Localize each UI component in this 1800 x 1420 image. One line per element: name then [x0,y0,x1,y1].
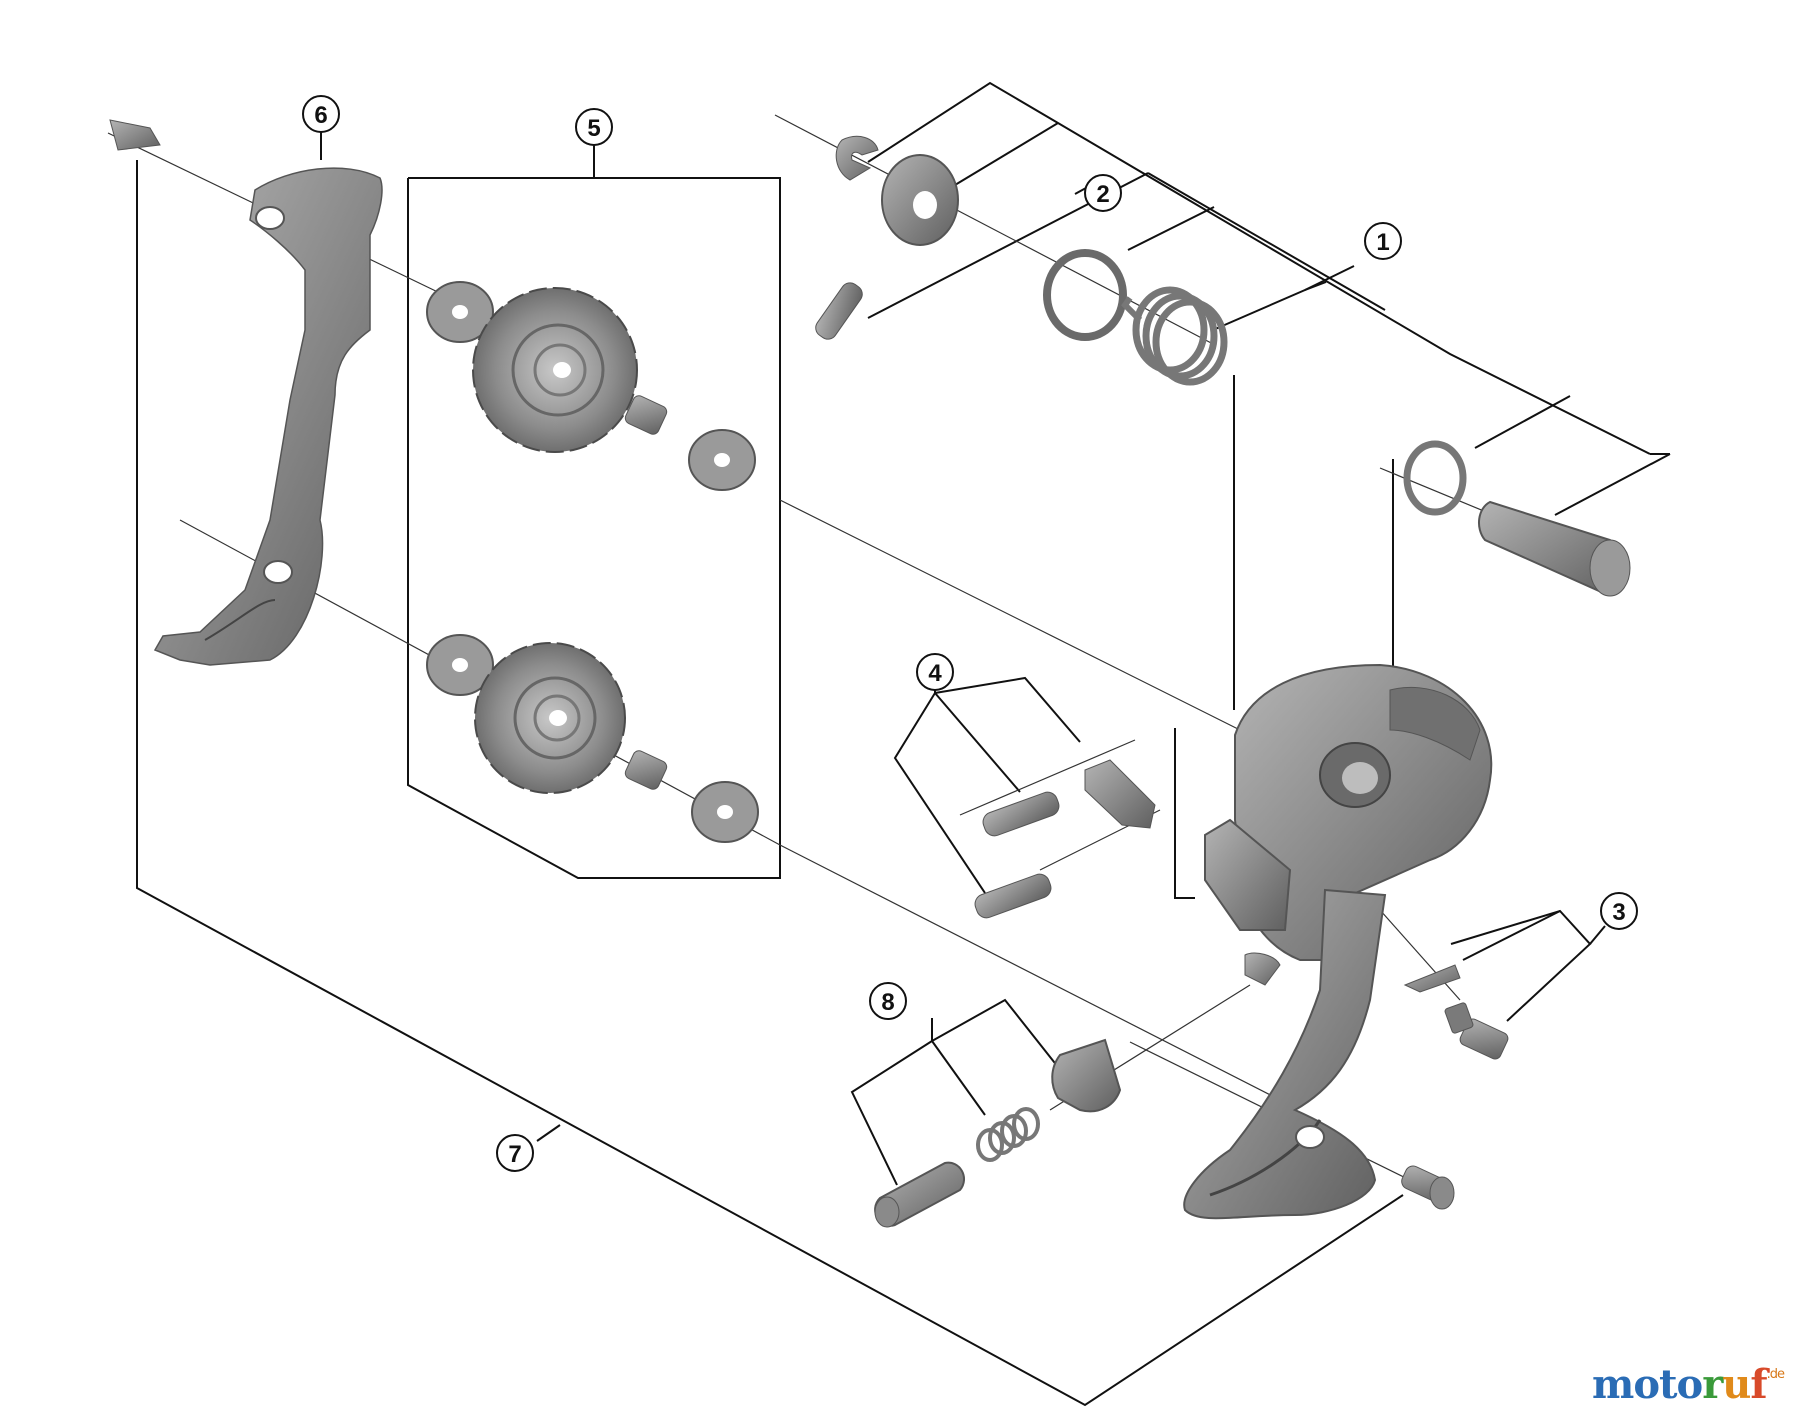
callout-label: 6 [314,102,327,129]
link-pins [974,759,1156,919]
callout-1: 1 [1364,222,1402,260]
callout-label: 3 [1612,899,1625,926]
watermark-suffix: .de [1766,1367,1785,1382]
watermark-letter: r [1702,1361,1723,1408]
callout-label: 2 [1096,181,1109,208]
callout-4: 4 [916,653,954,691]
inner-cage-plate [109,119,383,666]
callout-label: 5 [587,115,600,142]
callout-label: 4 [928,660,942,687]
watermark-letter: o [1633,1361,1660,1408]
watermark-letter: t [1659,1361,1678,1408]
stopper-parts [1403,964,1509,1060]
callout-label: 1 [1376,229,1389,256]
callout-6: 6 [302,95,340,133]
watermark-text: motoruf [1592,1361,1768,1408]
callout-3: 3 [1600,892,1638,930]
pivot-spring-parts [1043,249,1631,597]
callout-8: 8 [869,982,907,1020]
callout-label: 8 [881,989,894,1016]
watermark-letter: f [1750,1361,1767,1408]
callout-2: 2 [1084,174,1122,212]
watermark-letter: m [1592,1361,1634,1408]
watermark-logo: motoruf.de [1592,1361,1785,1408]
adjust-bolt-parts [874,1038,1122,1228]
callout-5: 5 [575,108,613,146]
watermark-letter: u [1722,1361,1751,1408]
callout-label: 7 [508,1141,521,1168]
lower-pulley [426,634,759,843]
b-tension-parts [815,135,959,340]
watermark-letter: o [1676,1361,1704,1408]
main-body-outer-cage [1183,663,1493,1220]
callout-7: 7 [496,1134,534,1172]
upper-pulley [426,281,756,491]
